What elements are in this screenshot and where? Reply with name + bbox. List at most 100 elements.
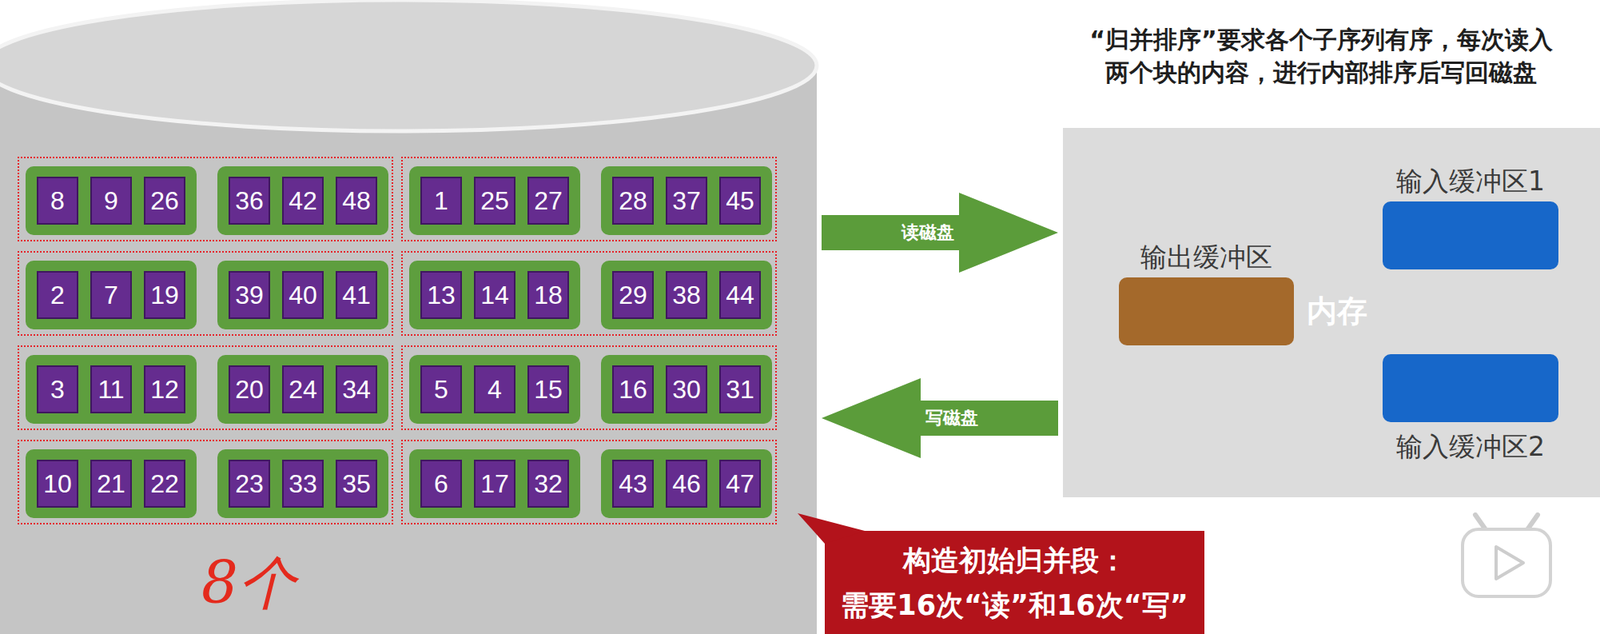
number-cell: 47 xyxy=(719,459,761,508)
number-cell: 1 xyxy=(420,176,462,225)
disk-body xyxy=(0,65,817,634)
number-cell: 17 xyxy=(473,459,516,508)
cell-number: 8 xyxy=(50,186,65,215)
cell-number: 41 xyxy=(342,280,371,310)
number-cell: 37 xyxy=(665,176,708,225)
disk-block: 163031 xyxy=(600,354,773,424)
cell-number: 9 xyxy=(103,186,119,215)
cell-number: 34 xyxy=(342,374,371,404)
memory-label: 内存 xyxy=(1306,292,1368,330)
number-cell: 14 xyxy=(473,270,516,319)
number-cell: 20 xyxy=(228,365,271,414)
buffer-box xyxy=(1118,277,1294,346)
number-cell: 41 xyxy=(335,270,378,319)
disk-block: 1 25 27 xyxy=(409,166,581,235)
number-cell: 46 xyxy=(665,459,708,508)
cell-number: 17 xyxy=(480,469,510,498)
cell-number: 27 xyxy=(533,186,563,215)
memory-panel: 内存输出缓冲区 输入缓冲区1 输入缓冲区2 xyxy=(1062,127,1600,498)
number-cell: 8 xyxy=(36,176,79,225)
callout-box: 构造初始归并段：需要16次“读”和16次“写” xyxy=(824,530,1205,634)
cell-number: 25 xyxy=(480,186,510,215)
number-cell: 42 xyxy=(282,176,324,225)
number-cell: 33 xyxy=(282,459,324,508)
number-cell: 12 xyxy=(143,365,186,414)
number-cell: 25 xyxy=(473,176,516,225)
buffer-node: 输出缓冲区 xyxy=(1118,241,1294,346)
cell-number: 33 xyxy=(288,469,318,498)
callout-text: 需要16次“读”和16次“写” xyxy=(840,582,1188,628)
disk-block: 5415 xyxy=(409,354,581,424)
cell-number: 35 xyxy=(342,469,371,498)
number-cell: 45 xyxy=(719,176,761,225)
disk-block: 8 9 26 xyxy=(25,166,197,235)
merge-run-group: 2719394041 xyxy=(17,250,394,336)
cell-number: 29 xyxy=(618,280,648,310)
cell-number: 47 xyxy=(725,469,755,498)
number-cell: 5 xyxy=(420,365,462,414)
arrow-label: 读磁盘 xyxy=(901,221,955,244)
number-cell: 13 xyxy=(420,270,462,319)
number-cell: 39 xyxy=(228,270,271,319)
cell-number: 37 xyxy=(672,186,701,215)
number-cell: 3 xyxy=(36,365,79,414)
callout-tail xyxy=(797,513,865,544)
number-cell: 10 xyxy=(36,459,79,508)
cell-number: 45 xyxy=(725,186,755,215)
disk-block: 233335 xyxy=(217,449,389,518)
note-text: “归并排序”要求各个子序列有序，每次读入 两个块的内容，进行内部排序后写回磁盘 xyxy=(1087,23,1555,89)
number-cell: 7 xyxy=(90,270,132,319)
buffer-box xyxy=(1382,354,1559,422)
number-cell: 34 xyxy=(335,365,378,414)
cell-number: 44 xyxy=(725,280,755,310)
disk-cylinder: 8926364248125272837452719394041131418293… xyxy=(0,0,817,634)
merge-run-group: 102122233335 xyxy=(17,439,394,525)
disk-block: 3 11 12 xyxy=(25,354,197,424)
merge-run-group: 131418293844 xyxy=(401,250,777,336)
arrow-label: 写磁盘 xyxy=(925,406,979,430)
cell-number: 24 xyxy=(288,374,318,404)
cell-number: 7 xyxy=(103,280,119,310)
disk-block: 364248 xyxy=(217,166,389,235)
cell-number: 43 xyxy=(618,469,648,498)
cell-number: 28 xyxy=(618,186,648,215)
number-cell: 48 xyxy=(335,176,378,225)
buffer-node: 输入缓冲区1 xyxy=(1382,165,1559,270)
buffer-node: 输入缓冲区2 xyxy=(1382,354,1559,463)
video-watermark xyxy=(1462,514,1551,597)
buffer-label: 输出缓冲区 xyxy=(1140,241,1273,274)
number-cell: 44 xyxy=(719,270,761,319)
number-cell: 21 xyxy=(90,459,132,508)
merge-run-group: 8926364248 xyxy=(17,156,394,242)
number-cell: 32 xyxy=(527,459,570,508)
cell-number: 32 xyxy=(533,469,563,498)
cell-number: 46 xyxy=(672,469,701,498)
disk-block: 293844 xyxy=(600,260,773,330)
merge-run-group: 5415163031 xyxy=(401,345,777,430)
cell-number: 21 xyxy=(96,469,126,498)
disk-block: 102122 xyxy=(25,449,197,518)
watermark-play xyxy=(1496,546,1524,579)
cell-number: 30 xyxy=(672,374,701,404)
merge-run-group: 6 17 32 43 46 47 xyxy=(401,439,777,525)
block-arrow xyxy=(821,378,1059,458)
number-cell: 26 xyxy=(143,176,186,225)
handwritten-note: 8个 xyxy=(201,546,296,619)
cell-number: 4 xyxy=(487,374,502,404)
callout-text: 构造初始归并段： xyxy=(903,537,1127,583)
disk-block: 20 24 34 xyxy=(217,354,389,424)
cell-number: 1 xyxy=(433,186,449,215)
cell-number: 10 xyxy=(43,469,72,498)
cell-number: 19 xyxy=(150,280,180,310)
merge-run-group: 1 25 27 28 37 45 xyxy=(401,156,777,242)
number-cell: 16 xyxy=(612,365,654,414)
number-cell: 2 xyxy=(36,270,79,319)
cell-number: 6 xyxy=(433,469,449,498)
cell-number: 42 xyxy=(288,186,318,215)
cell-number: 2 xyxy=(50,280,65,310)
cell-number: 48 xyxy=(342,186,371,215)
cell-number: 11 xyxy=(97,374,124,404)
cell-number: 20 xyxy=(234,374,264,404)
number-cell: 29 xyxy=(612,270,654,319)
